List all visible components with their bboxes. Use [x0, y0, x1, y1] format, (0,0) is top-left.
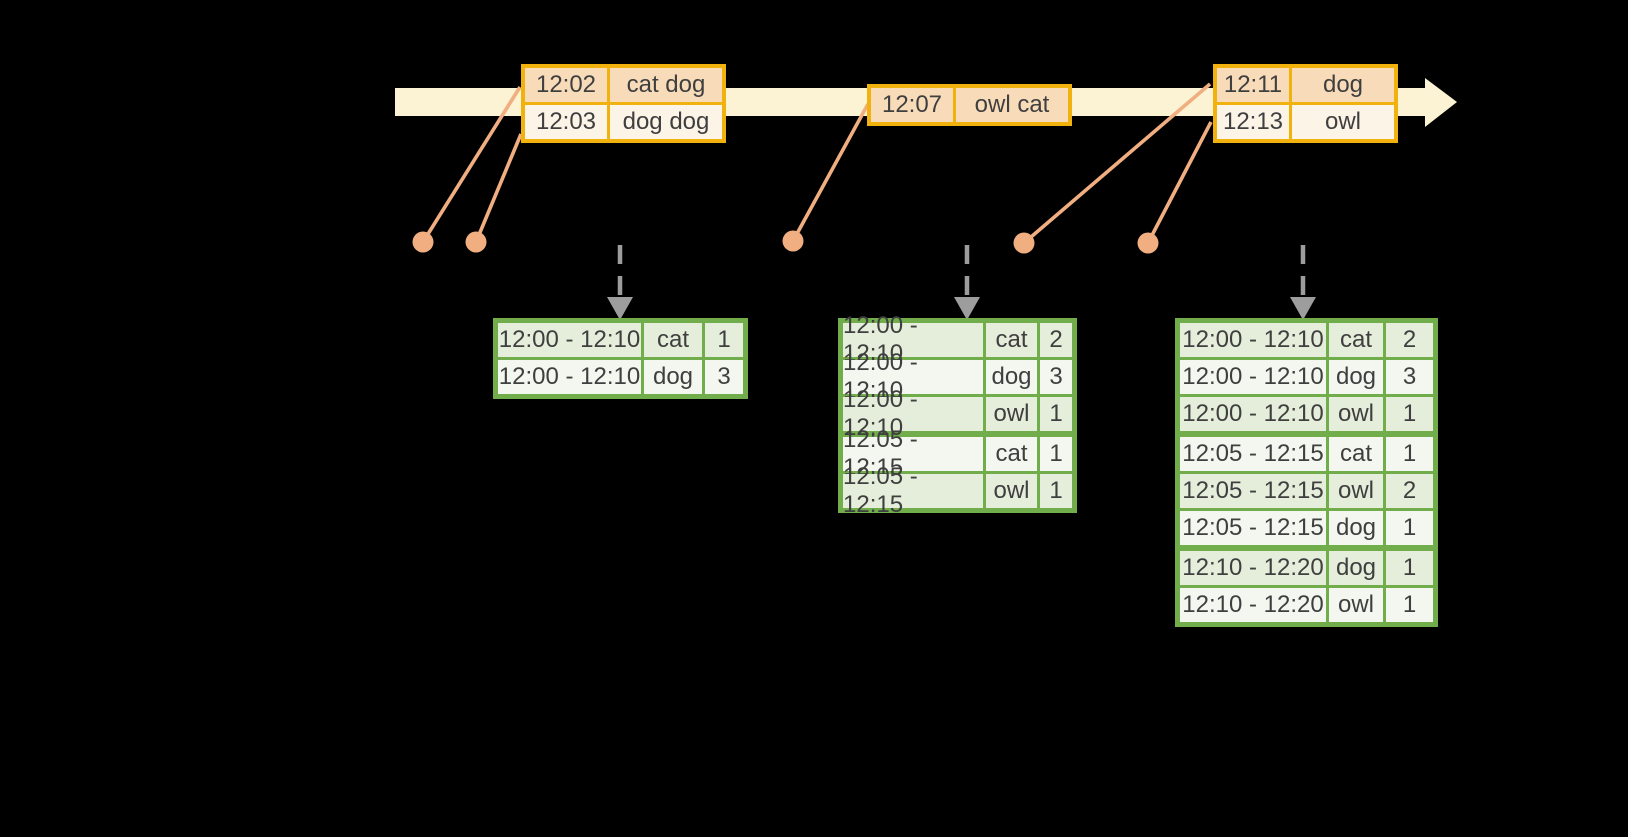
event-words-cell: owl cat [956, 88, 1068, 122]
result-count-cell: 1 [1040, 397, 1072, 431]
result-count-cell: 2 [1386, 474, 1433, 508]
result-window-cell: 12:10 - 12:20 [1180, 588, 1326, 622]
event-connectors [412, 82, 1213, 254]
result-word-cell: dog [1329, 511, 1383, 545]
result-word-cell: owl [1329, 588, 1383, 622]
result-count-cell: 1 [1386, 397, 1433, 431]
result-word-cell: owl [986, 397, 1037, 431]
result-count-cell: 1 [1386, 437, 1433, 471]
down-arrow-icon [1290, 297, 1316, 320]
result-window-cell: 12:00 - 12:10 [498, 323, 641, 357]
event-time-cell: 12:03 [525, 105, 607, 139]
result-word-cell: cat [986, 437, 1037, 471]
connector-line [1146, 121, 1213, 244]
event-marker-icon [1137, 232, 1159, 254]
result-word-cell: cat [1329, 323, 1383, 357]
result-count-cell: 1 [705, 323, 743, 357]
result-window-cell: 12:00 - 12:10 [1180, 323, 1326, 357]
result-window-cell: 12:00 - 12:10 [843, 386, 983, 441]
event-words-cell: dog [1292, 68, 1394, 102]
event-time-cell: 12:07 [871, 88, 953, 122]
result-count-cell: 2 [1386, 323, 1433, 357]
result-count-cell: 1 [1386, 551, 1433, 585]
down-arrow-icon [607, 297, 633, 320]
result-count-cell: 3 [1386, 360, 1433, 394]
result-window-cell: 12:00 - 12:10 [1180, 360, 1326, 394]
result-count-cell: 2 [1040, 323, 1072, 357]
result-word-cell: cat [644, 323, 702, 357]
event-words-cell: dog dog [610, 105, 722, 139]
result-window-cell: 12:05 - 12:15 [843, 426, 983, 481]
event-time-cell: 12:11 [1217, 68, 1289, 102]
result-word-cell: dog [986, 360, 1037, 394]
result-count-cell: 1 [1040, 437, 1072, 471]
result-window-cell: 12:10 - 12:20 [1180, 551, 1326, 585]
down-arrow-icon [954, 297, 980, 320]
result-window-cell: 12:05 - 12:15 [1180, 511, 1326, 545]
result-word-cell: dog [644, 360, 702, 394]
connector-line [1022, 82, 1212, 245]
event-time-cell: 12:13 [1217, 105, 1289, 139]
result-word-cell: dog [1329, 360, 1383, 394]
result-window-cell: 12:05 - 12:15 [1180, 474, 1326, 508]
connector-line [421, 86, 522, 243]
connector-line [791, 103, 870, 242]
timeline-arrowhead-icon [1425, 78, 1457, 127]
result-word-cell: owl [986, 474, 1037, 508]
result-window-cell: 12:05 - 12:15 [843, 463, 983, 518]
event-marker-icon [412, 231, 434, 253]
event-marker-icon [465, 231, 487, 253]
result-word-cell: owl [1329, 474, 1383, 508]
event-marker-icon [782, 230, 804, 252]
result-word-cell: dog [1329, 551, 1383, 585]
result-count-cell: 3 [705, 360, 743, 394]
result-word-cell: owl [1329, 397, 1383, 431]
event-marker-icon [1013, 232, 1035, 254]
result-window-cell: 12:00 - 12:10 [1180, 397, 1326, 431]
connector-line [474, 133, 523, 243]
result-window-cell: 12:00 - 12:10 [843, 349, 983, 404]
event-words-cell: cat dog [610, 68, 722, 102]
result-window-cell: 12:05 - 12:15 [1180, 437, 1326, 471]
result-window-cell: 12:00 - 12:10 [498, 360, 641, 394]
event-time-cell: 12:02 [525, 68, 607, 102]
event-words-cell: owl [1292, 105, 1394, 139]
result-count-cell: 1 [1386, 588, 1433, 622]
result-count-cell: 3 [1040, 360, 1072, 394]
trigger-arrows [607, 245, 1316, 320]
result-count-cell: 1 [1040, 474, 1072, 508]
result-count-cell: 1 [1386, 511, 1433, 545]
result-word-cell: cat [1329, 437, 1383, 471]
result-word-cell: cat [986, 323, 1037, 357]
